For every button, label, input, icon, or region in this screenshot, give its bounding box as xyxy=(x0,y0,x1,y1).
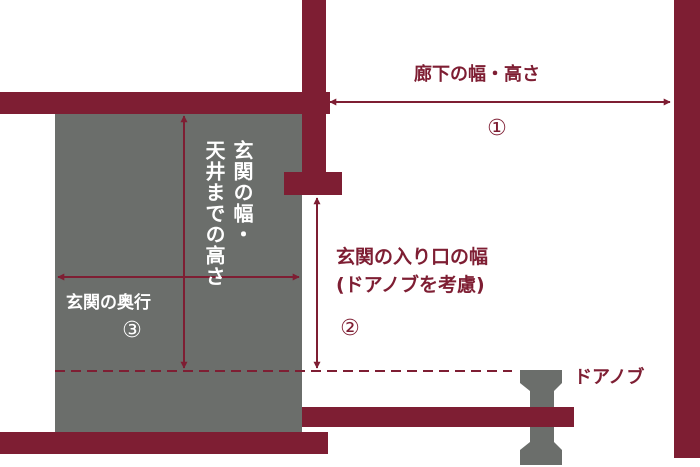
bottom-wall xyxy=(0,432,328,454)
entrance-opening-label-line1: 玄関の入り口の幅 xyxy=(336,246,489,268)
door-panel xyxy=(302,407,574,427)
entrance-width-height-label-line2: 天井までの高さ xyxy=(202,140,226,287)
right-wall xyxy=(674,0,700,458)
corridor-label: 廊下の幅・高さ xyxy=(414,64,540,85)
wall-jamb xyxy=(284,172,342,195)
entrance-opening-label-line2: (ドアノブを考慮) xyxy=(336,274,485,296)
depth-number: ③ xyxy=(122,318,142,343)
inner-vertical-wall xyxy=(302,0,326,178)
entrance-floor xyxy=(55,112,302,434)
doorknob-shape-lower xyxy=(520,427,562,465)
corridor-number: ① xyxy=(487,116,507,141)
entrance-width-height-label-line1: 玄関の幅・ xyxy=(230,140,254,245)
entrance-opening-number: ② xyxy=(340,316,360,341)
depth-label: 玄関の奥行 xyxy=(66,293,151,313)
doorknob-shape xyxy=(520,370,562,407)
top-left-wall xyxy=(0,92,330,114)
doorknob-label: ドアノブ xyxy=(574,367,645,388)
